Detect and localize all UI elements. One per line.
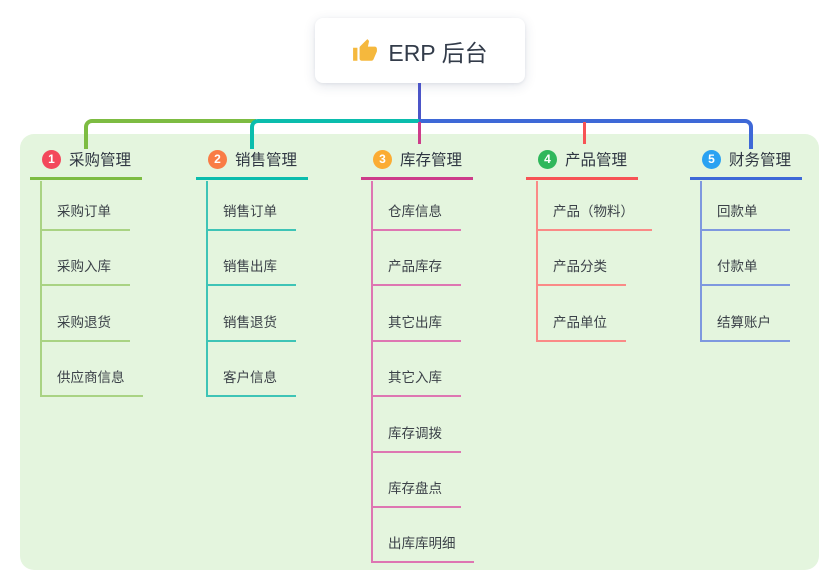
child-node[interactable]: 产品库存 (370, 258, 461, 287)
branch-label: 产品管理 (565, 152, 628, 169)
branch-number-badge: 2 (208, 149, 227, 169)
branch-node-3[interactable]: 3 库存管理 (361, 148, 473, 180)
child-node[interactable]: 销售出库 (205, 258, 296, 287)
child-node[interactable]: 付款单 (699, 258, 790, 287)
trunk-segment-2 (250, 119, 423, 149)
child-node[interactable]: 结算账户 (699, 314, 790, 342)
trunk-drop-4 (582, 122, 586, 144)
branch-spine-line (370, 180, 373, 564)
branch-number-badge: 3 (373, 149, 392, 169)
branch-spine-line (205, 180, 208, 398)
branch-node-1[interactable]: 1 采购管理 (30, 148, 142, 180)
branch-spine-line (39, 180, 42, 398)
branches-panel (20, 134, 819, 570)
child-node[interactable]: 产品（物料） (535, 203, 652, 231)
root-connector-line (417, 83, 421, 123)
trunk-drop-3 (417, 122, 421, 144)
child-node[interactable]: 库存调拨 (370, 425, 461, 453)
branch-node-5[interactable]: 5 财务管理 (690, 148, 802, 180)
child-node[interactable]: 库存盘点 (370, 480, 461, 508)
branch-number-badge: 1 (42, 149, 61, 169)
child-node[interactable]: 其它入库 (370, 369, 461, 398)
root-node-label: ERP 后台 (388, 39, 488, 66)
child-node[interactable]: 回款单 (699, 203, 790, 231)
root-node[interactable]: ERP 后台 (315, 18, 525, 83)
child-node[interactable]: 产品分类 (535, 258, 626, 287)
branch-label: 库存管理 (400, 152, 463, 169)
branch-number-badge: 5 (702, 149, 721, 169)
child-node[interactable]: 销售订单 (205, 203, 296, 231)
branch-label: 财务管理 (729, 152, 792, 169)
child-node[interactable]: 产品单位 (535, 314, 626, 342)
child-node[interactable]: 采购退货 (39, 314, 130, 342)
thumbs-up-icon (353, 38, 378, 61)
child-node[interactable]: 采购入库 (39, 258, 130, 287)
trunk-segment-1 (84, 119, 256, 149)
child-node[interactable]: 供应商信息 (39, 369, 143, 398)
branch-number-badge: 4 (538, 149, 557, 169)
branch-label: 采购管理 (69, 152, 132, 169)
branch-spine-line (535, 180, 538, 342)
child-node[interactable]: 采购订单 (39, 203, 130, 231)
trunk-segment-5 (419, 119, 753, 149)
child-node[interactable]: 出库库明细 (370, 535, 474, 564)
child-node[interactable]: 仓库信息 (370, 203, 461, 231)
child-node[interactable]: 客户信息 (205, 369, 296, 398)
branch-spine-line (699, 180, 702, 342)
child-node[interactable]: 销售退货 (205, 314, 296, 342)
branch-node-2[interactable]: 2 销售管理 (196, 148, 308, 180)
child-node[interactable]: 其它出库 (370, 314, 461, 342)
branch-label: 销售管理 (235, 152, 298, 169)
branch-node-4[interactable]: 4 产品管理 (526, 148, 638, 180)
